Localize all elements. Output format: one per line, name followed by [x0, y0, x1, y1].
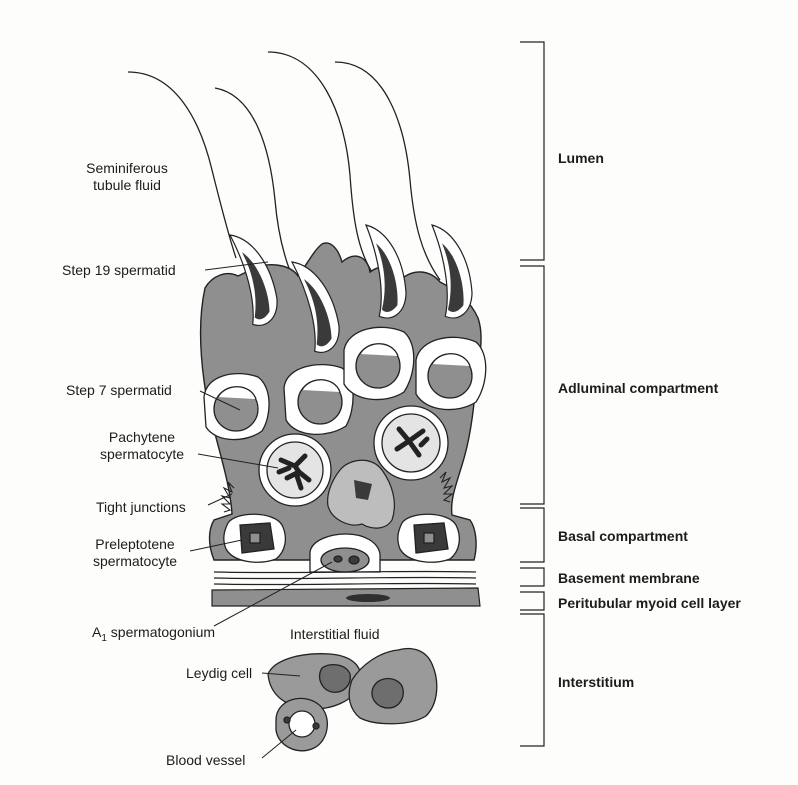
step7-label: Step 7 spermatid [66, 382, 172, 399]
seminiferous-fluid-label: Seminiferous tubule fluid [74, 160, 180, 194]
interstitial-fluid-label: Interstitial fluid [290, 626, 379, 643]
pachytene-line2: spermatocyte [90, 446, 194, 463]
seminiferous-fluid-line2: tubule fluid [74, 177, 180, 194]
leydig-cell-label: Leydig cell [186, 665, 252, 682]
a1-prefix: A [92, 624, 101, 640]
region-peritubular: Peritubular myoid cell layer [558, 595, 741, 611]
region-interstitium: Interstitium [558, 674, 634, 690]
peritubular-myoid-layer [212, 588, 480, 606]
preleptotene-label: Preleptotene spermatocyte [80, 536, 190, 570]
region-basal: Basal compartment [558, 528, 688, 544]
tight-junctions-label: Tight junctions [96, 499, 186, 516]
blood-vessel [276, 698, 327, 750]
blood-vessel-label: Blood vessel [166, 752, 245, 769]
region-adluminal: Adluminal compartment [558, 380, 718, 396]
a1-spermatogonium-label: A1 spermatogonium [92, 624, 215, 647]
myoid-cell-nucleus [346, 594, 390, 602]
pachytene-line1: Pachytene [90, 429, 194, 446]
seminiferous-fluid-line1: Seminiferous [74, 160, 180, 177]
step19-label: Step 19 spermatid [62, 262, 176, 279]
basement-membrane [214, 571, 476, 584]
a1-spermatogonium [310, 534, 380, 572]
pachytene-label: Pachytene spermatocyte [90, 429, 194, 463]
preleptotene-line2: spermatocyte [80, 553, 190, 570]
region-brackets [520, 42, 544, 746]
preleptotene-line1: Preleptotene [80, 536, 190, 553]
a1-rest: spermatogonium [107, 624, 215, 640]
region-lumen: Lumen [558, 150, 604, 166]
region-basement-membrane: Basement membrane [558, 570, 700, 586]
